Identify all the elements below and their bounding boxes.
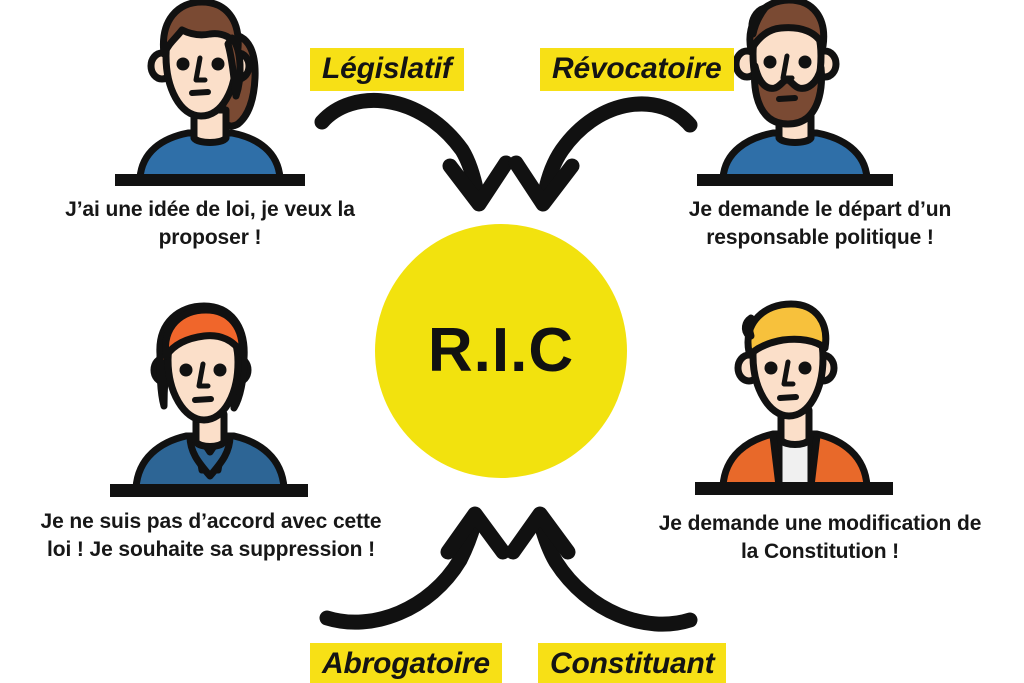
caption-top-right: Je demande le départ d’un responsable po… xyxy=(688,198,952,249)
tag-legislatif: Législatif xyxy=(310,48,464,92)
redhead-woman-blazer-avatar xyxy=(110,302,308,497)
caption-bottom-right: Je demande une modification de la Consti… xyxy=(658,512,982,563)
woman-ponytail-avatar xyxy=(115,0,305,186)
arrow-revocatoire xyxy=(508,96,698,212)
ric-center-circle: R.I.C xyxy=(375,224,627,478)
blond-man-jacket-avatar xyxy=(695,300,893,495)
caption-bottom-left: Je ne suis pas d’accord avec cette loi !… xyxy=(40,510,382,561)
tag-abrogatoire: Abrogatoire xyxy=(310,643,502,683)
tag-constituant: Constituant xyxy=(538,643,727,683)
bearded-man-avatar xyxy=(697,0,893,186)
arrow-legislatif xyxy=(314,92,514,212)
caption-top-left: J’ai une idée de loi, je veux la propose… xyxy=(65,198,355,249)
ric-acronym: R.I.C xyxy=(427,316,575,385)
tag-revocatoire: Révocatoire xyxy=(540,48,734,92)
